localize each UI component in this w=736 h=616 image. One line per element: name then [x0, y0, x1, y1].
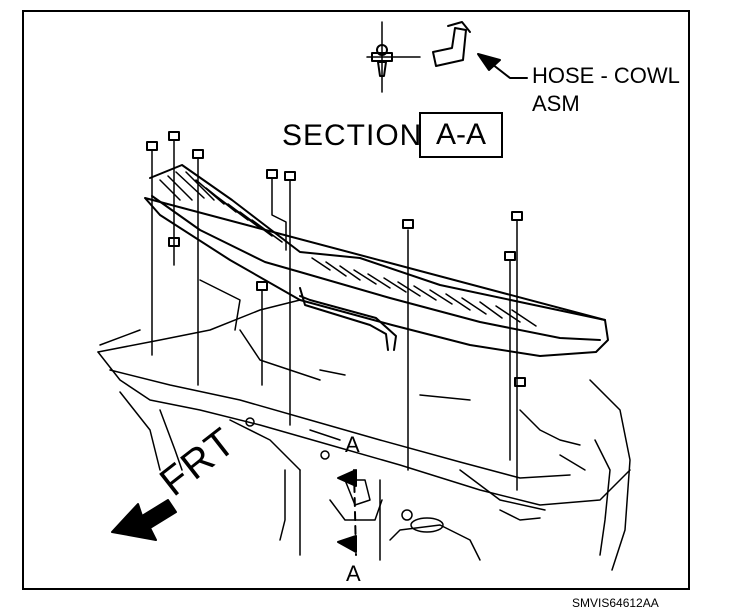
- cowl-vent-panel: [144, 164, 609, 357]
- hose-label-line1: HOSE - COWL: [532, 63, 680, 88]
- figure-code: SMVIS64612AA: [572, 596, 659, 610]
- bolts: [146, 131, 526, 387]
- section-word: SECTION: [282, 119, 423, 152]
- section-marker-top: A: [345, 432, 360, 457]
- hose-leader: [477, 53, 528, 79]
- section-marker-bottom: A: [346, 561, 361, 586]
- fastener-guides: [151, 139, 518, 491]
- front-arrow: [111, 499, 177, 541]
- diagram-frame: [22, 10, 690, 590]
- section-id-box: A-A: [419, 112, 503, 158]
- section-detail: [366, 21, 471, 93]
- vehicle-body: [97, 279, 631, 571]
- hose-label-line2: ASM: [532, 91, 580, 116]
- section-cut-markers: [337, 469, 357, 556]
